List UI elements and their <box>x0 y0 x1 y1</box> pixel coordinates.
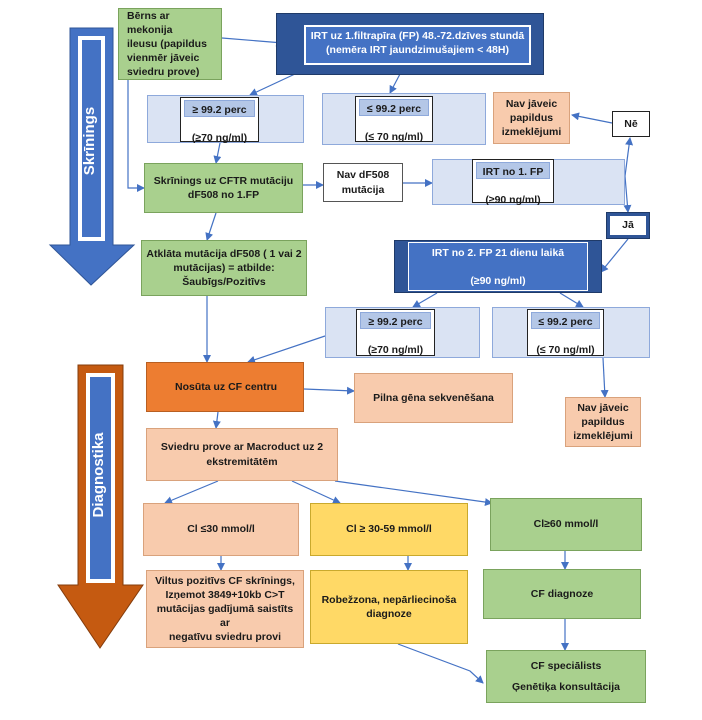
arrow-borderline-specialist <box>397 643 484 684</box>
irt-fp1-fill <box>476 162 550 179</box>
arrow-cftr-df508 <box>205 212 217 241</box>
answer-yes-inner: Jā <box>610 216 646 235</box>
no-df508-box: Nav dF508 mutācija <box>323 163 403 202</box>
arrow-ja-irt2 <box>600 238 629 273</box>
irt-high-text: ≥ 99.2 perc (≥70 ng/ml) <box>191 104 248 145</box>
cf-diagnosis-box: CF diagnoze <box>483 569 641 619</box>
no-further-tests-box-1: Nav jāveic papildus izmeklējumi <box>493 92 570 144</box>
arrow-irt1-high <box>249 73 296 96</box>
cftr-screening-box: Skrīnings uz CFTR mutāciju dF508 no 1.FP <box>144 163 303 213</box>
arrow-irt2low-nofurther <box>600 357 609 398</box>
cl-mid-box: Cl ≥ 30-59 mmol/l <box>310 503 468 556</box>
arrow-irt-high-cftr <box>213 142 222 164</box>
arrow-irt2-high <box>412 292 438 308</box>
arrow-meconium-irt1 <box>221 37 284 47</box>
cl-low-box: Cl ≤30 mmol/l <box>143 503 299 556</box>
cl-high-box: Cl≥60 mmol/l <box>490 498 642 551</box>
meconium-ileus-box: Bērns ar mekonija ileusu (papildus vienm… <box>118 8 222 80</box>
arrow-sweat-clhigh <box>334 480 493 506</box>
arrow-sweat-clmid <box>291 480 341 504</box>
arrow-cfcenter-sweat <box>212 411 221 429</box>
arrow-irt1-low <box>389 73 401 94</box>
irt2-high-fill <box>360 312 431 329</box>
arrow-cfcenter-seq <box>303 386 355 395</box>
arrow-sweat-cllow <box>164 480 219 505</box>
false-positive-box: Viltus pozitīvs CF skrīnings, Izņemot 38… <box>146 570 304 648</box>
arrow-ne-nofurther <box>571 112 613 124</box>
irt2-high-text: ≥ 99.2 perc (≥70 ng/ml) <box>367 316 424 357</box>
irt-first-filter-text: IRT uz 1.filtrapīra (FP) 48.-72.dzīves s… <box>310 30 525 57</box>
cf-center-box: Nosūta uz CF centru <box>146 362 304 412</box>
arrow-irt2high-cfcenter <box>247 335 326 364</box>
irt-second-filter-text: IRT no 2. FP 21 dienu laikā (≥90 ng/ml) <box>431 247 565 288</box>
irt2-low-text: ≤ 99.2 perc (≤ 70 ng/ml) <box>536 316 595 357</box>
no-further-tests-box-2: Nav jāveic papildus izmeklējumi <box>565 397 641 447</box>
cf-specialist-box: CF speciālists Ģenētiķa konsultācija <box>486 650 646 703</box>
arrow-irt2-low <box>559 292 584 308</box>
arrow-irtfp1-ja <box>623 175 632 213</box>
irt-second-filter-inner <box>408 242 588 291</box>
arrow-meconium-cftr <box>127 80 145 192</box>
irt-low-fill <box>359 99 429 116</box>
answer-no-box: Nē <box>612 111 650 137</box>
gene-sequencing-box: Pilna gēna sekvenēšana <box>354 373 513 423</box>
df508-found-box: Atklāta mutācija dF508 ( 1 vai 2 mutācij… <box>141 240 307 296</box>
sweat-test-box: Sviedru prove ar Macroduct uz 2 ekstremi… <box>146 428 338 481</box>
borderline-box: Robežzona, nepārliecinoša diagnoze <box>310 570 468 644</box>
irt-high-fill <box>184 100 255 117</box>
irt-first-filter-inner <box>304 25 531 65</box>
irt2-low-fill <box>531 312 600 329</box>
irt-low-text: ≤ 99.2 perc (≤ 70 ng/ml) <box>364 103 424 144</box>
arrow-irtfp1-ne <box>624 137 634 177</box>
irt-fp1-text: IRT no 1. FP (≥90 ng/ml) <box>482 166 544 207</box>
